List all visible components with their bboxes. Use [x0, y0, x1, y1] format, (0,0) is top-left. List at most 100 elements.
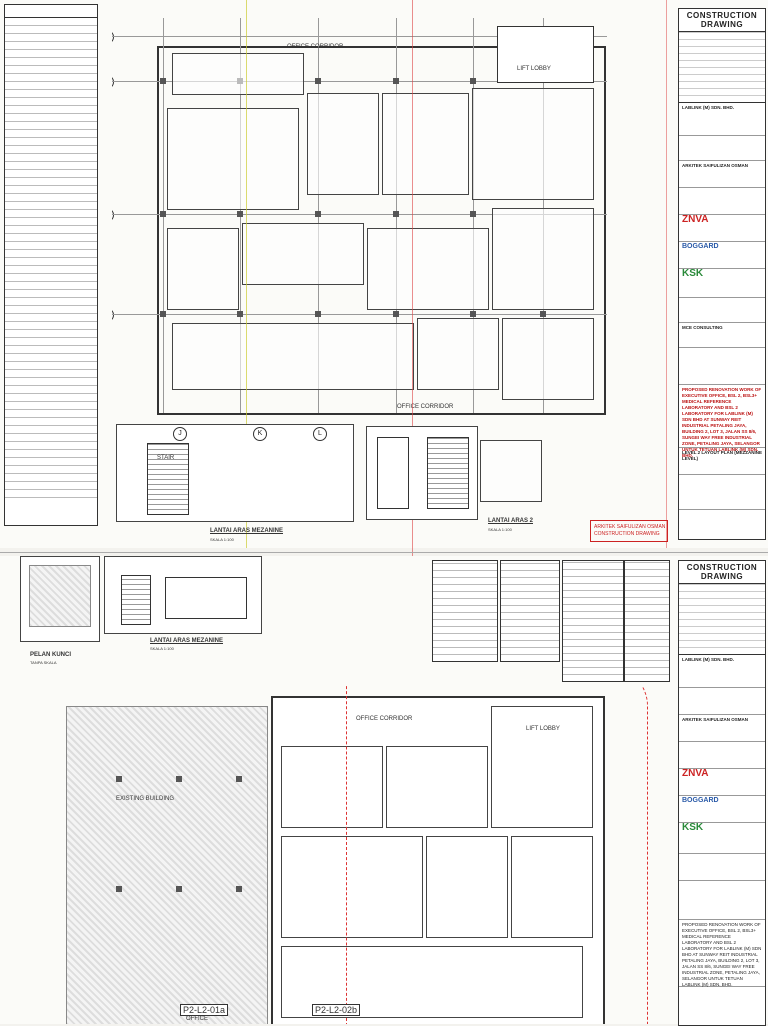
legend-table-bottom-3 — [562, 560, 624, 682]
room — [382, 93, 469, 195]
construction-drawing-header-2: CONSTRUCTION DRAWING — [679, 561, 765, 584]
room — [417, 318, 499, 390]
boggard-logo: BOGGARD — [682, 243, 719, 250]
architect-cell-2: ARKITEK SAIFULIZAN OSMAN — [679, 715, 765, 742]
title-block-bottom: CONSTRUCTION DRAWING LABLINK (M) SDN. BH… — [678, 560, 766, 1026]
key-plan-scale: TANPA SKALA — [30, 660, 57, 665]
key-plan-building — [29, 565, 91, 627]
arch2-cell — [679, 298, 765, 323]
structural-column — [315, 211, 321, 217]
mezzanine-scale: SKALA 1:100 — [210, 537, 234, 542]
lab-room — [511, 836, 593, 938]
client-name-2: LABLINK (M) SDN. BHD. — [682, 657, 734, 662]
landscape-cell-2 — [679, 881, 765, 920]
redline-boundary — [346, 686, 648, 1024]
stair-small — [121, 575, 151, 625]
mezz-room-small — [165, 577, 247, 619]
structural-column — [393, 78, 399, 84]
room — [307, 93, 379, 195]
grid-bubble-4: 4 — [112, 208, 114, 222]
signature-cell-2 — [679, 987, 765, 1025]
room — [172, 323, 414, 390]
boggard-cell: BOGGARD — [679, 242, 765, 269]
bottom-lift-lobby: LIFT LOBBY — [526, 726, 560, 732]
lab-room — [426, 836, 508, 938]
existing-building-label: EXISTING BUILDING — [116, 796, 175, 802]
mech-cell-2: ZNVA — [679, 769, 765, 796]
landscape-cell — [679, 348, 765, 385]
signature-cell — [679, 475, 765, 510]
legend-table-bottom-1 — [432, 560, 498, 662]
project-title-2: PROPOSED RENOVATION WORK OF EXECUTIVE OF… — [679, 920, 765, 987]
lantai-2-scale: SKALA 1:100 — [488, 527, 512, 532]
status-cell — [679, 510, 765, 539]
lift-lobby-block — [497, 26, 594, 83]
mezz-small-title: LANTAI ARAS MEZANINE — [150, 638, 223, 644]
boggard-logo-2: BOGGARD — [682, 797, 719, 804]
fold-line — [0, 552, 768, 553]
mezz-small-scale: SKALA 1:100 — [150, 646, 174, 651]
office-label-bottom: OFFICE — [186, 1016, 208, 1022]
lab-room — [491, 706, 593, 828]
room — [172, 53, 304, 95]
structural-column — [393, 311, 399, 317]
lift-lobby-label: LIFT LOBBY — [517, 66, 551, 72]
project-title: PROPOSED RENOVATION WORK OF EXECUTIVE OF… — [679, 385, 765, 458]
construction-drawing-header: CONSTRUCTION DRAWING — [679, 9, 765, 32]
ksk-logo-2: KSK — [682, 822, 704, 833]
room — [167, 108, 299, 210]
legend-table-top — [4, 4, 98, 526]
mezz-grid-k: K — [253, 427, 267, 441]
mezzanine-title: LANTAI ARAS MEZANINE — [210, 528, 283, 534]
bottom-floor-plan: EXISTING BUILDING OFFICE CORRIDOR LIFT L… — [56, 686, 662, 1024]
structural-column — [176, 776, 182, 782]
structural-column — [236, 886, 242, 892]
existing-building-area — [66, 706, 268, 1024]
client-cell-2: LABLINK (M) SDN. BHD. — [679, 655, 765, 688]
structural-column — [116, 776, 122, 782]
structural-column — [176, 886, 182, 892]
stamp-line-1: ARKITEK SAIFULIZAN OSMAN — [594, 524, 666, 530]
structural-column — [116, 886, 122, 892]
key-plan — [20, 556, 100, 642]
stair-block-2 — [427, 437, 469, 509]
consultant-cell-2 — [679, 688, 765, 715]
architect-name: ARKITEK SAIFULIZAN OSMAN — [682, 163, 748, 168]
revision-table-2 — [679, 584, 765, 655]
grid-bubble-5: 5 — [112, 75, 114, 89]
znva-logo: ZNVA — [682, 214, 709, 225]
title-block-top: CONSTRUCTION DRAWING LABLINK (M) SDN. BH… — [678, 8, 766, 540]
mce-name: MCE CONSULTING — [682, 325, 723, 330]
stamp-line-2: CONSTRUCTION DRAWING — [594, 531, 660, 537]
bottom-drawing-sheet: PELAN KUNCI TANPA SKALA LANTAI ARAS MEZA… — [0, 556, 768, 1026]
room — [502, 318, 594, 400]
office-corridor-bottom-label: OFFICE CORRIDOR — [397, 404, 454, 410]
client-name: LABLINK (M) SDN. BHD. — [682, 105, 734, 110]
tag-p2-l2-01a: P2-L2-01a — [180, 1004, 229, 1016]
structural-cell-2 — [679, 742, 765, 769]
room — [242, 223, 364, 285]
lab-room — [281, 836, 423, 938]
architect-cell: ARKITEK SAIFULIZAN OSMAN — [679, 161, 765, 188]
room — [492, 208, 594, 310]
structural-column — [470, 311, 476, 317]
structural-column — [470, 78, 476, 84]
client-cell: LABLINK (M) SDN. BHD. — [679, 103, 765, 136]
lab-room — [281, 746, 383, 828]
lab-room — [386, 746, 488, 828]
structural-column — [315, 311, 321, 317]
legend-table-bottom-2 — [500, 560, 560, 662]
ksk-logo: KSK — [682, 268, 704, 279]
lantai-aras-2-detail — [366, 426, 478, 520]
boggard-cell-2: BOGGARD — [679, 796, 765, 823]
structural-column — [160, 78, 166, 84]
mezzanine-small — [104, 556, 262, 634]
yellow-line-vertical — [246, 0, 247, 548]
znva-logo-2: ZNVA — [682, 768, 709, 779]
mezz-grid-j: J — [173, 427, 187, 441]
stair-label: STAIR — [157, 455, 175, 461]
legend-table-bottom-4 — [624, 560, 670, 682]
structural-column — [160, 211, 166, 217]
qs-cell: KSK — [679, 269, 765, 298]
structural-cell — [679, 188, 765, 215]
